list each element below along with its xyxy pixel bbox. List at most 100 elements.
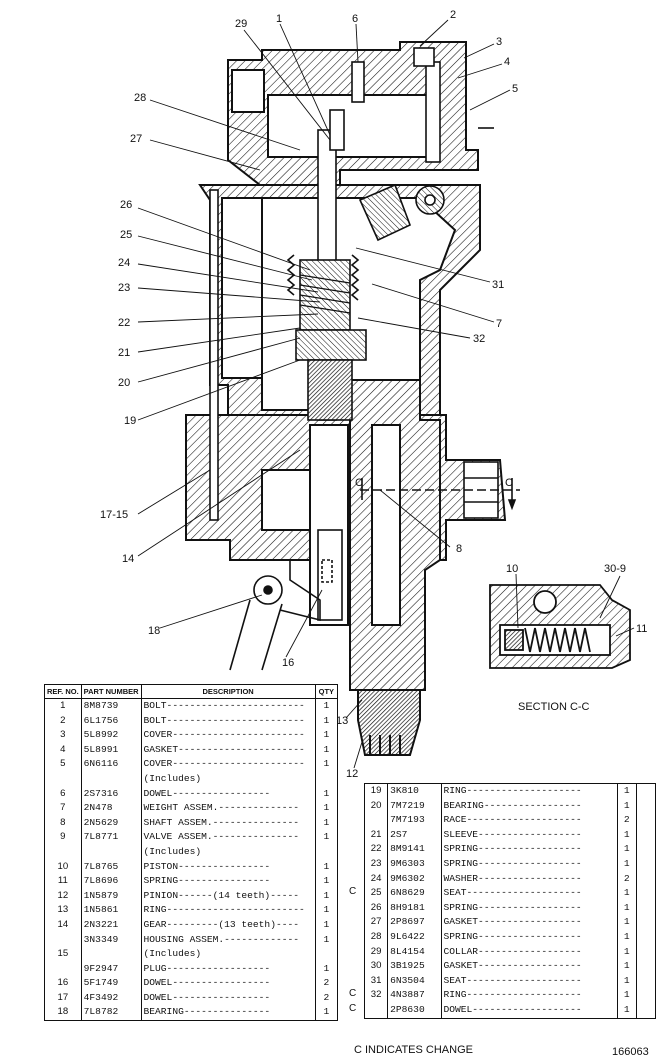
description-cell: SEAT-------------------- <box>441 973 618 989</box>
callout-32: 32 <box>473 333 485 345</box>
description-cell: WASHER------------------ <box>441 871 618 887</box>
qty-cell: 1 <box>323 933 330 945</box>
qty-cell-2 <box>636 901 655 916</box>
qty-cell: 1 <box>617 886 637 901</box>
description-cell: SPRING---------------- <box>141 874 316 889</box>
internal-parts <box>209 47 520 671</box>
ref-no-cell: 25 <box>364 886 389 901</box>
description-cell: COVER----------------------- <box>141 728 316 743</box>
qty-cell: 1 <box>323 816 330 828</box>
part-number-cell: 2N3221 <box>81 917 142 933</box>
callout-31: 31 <box>492 279 504 291</box>
qty-cell <box>315 772 337 787</box>
ref-no-cell: 27 <box>364 915 389 930</box>
ref-no-cell <box>44 961 82 977</box>
part-number-cell: 2N5629 <box>81 815 142 831</box>
qty-cell-2 <box>636 872 655 887</box>
header-description: DESCRIPTION <box>141 684 316 699</box>
qty-cell: 2 <box>323 977 330 989</box>
qty-cell: 1 <box>617 827 637 843</box>
part-number-cell: 6N3504 <box>387 973 442 989</box>
qty-cell-2 <box>636 915 655 930</box>
callout-6: 6 <box>352 13 358 25</box>
qty-cell: 1 <box>617 973 637 989</box>
qty-cell-2 <box>636 857 655 872</box>
qty-cell: 1 <box>323 743 330 755</box>
part-number-cell: 2S7316 <box>81 786 142 802</box>
qty-cell: 2 <box>617 813 637 828</box>
part-number-cell: 7M7219 <box>387 798 442 814</box>
description-cell: DOWEL----------------- <box>141 990 316 1006</box>
callout-29: 29 <box>235 18 247 30</box>
leader-lines <box>137 19 635 769</box>
ref-no-cell: 8 <box>44 815 82 831</box>
description-cell: SPRING------------------ <box>441 842 618 857</box>
description-cell: RING-------------------- <box>441 988 618 1003</box>
qty-cell-2 <box>636 945 655 960</box>
qty-cell-2 <box>636 828 655 843</box>
part-number-cell: 5L8991 <box>81 742 142 758</box>
description-cell: SPRING------------------ <box>441 900 618 916</box>
ref-no-cell: 11 <box>44 874 82 889</box>
ref-no-cell: 6 <box>44 786 82 802</box>
qty-cell-2 <box>636 1003 655 1018</box>
header-part-number: PART NUMBER <box>81 684 142 699</box>
ref-no-cell: 13 <box>44 903 82 918</box>
ref-no-cell <box>44 844 82 860</box>
callout-30-9: 30-9 <box>604 563 626 575</box>
ref-no-cell: 31 <box>364 973 389 989</box>
qty-cell: 1 <box>323 1006 330 1018</box>
description-cell: GEAR---------(13 teeth)---- <box>141 917 316 933</box>
description-cell: BEARING--------------- <box>141 1005 316 1021</box>
ref-no-cell: 3 <box>44 728 82 743</box>
qty-cell: 1 <box>323 889 330 901</box>
ref-no-cell: 9 <box>44 830 82 845</box>
callout-17-15: 17-15 <box>100 509 128 521</box>
ref-no-cell: 10 <box>44 859 82 875</box>
header-qty: QTY <box>315 684 338 699</box>
ref-no-cell: 32 <box>364 988 389 1003</box>
change-mark: C <box>349 886 357 898</box>
part-number-cell: 8M8739 <box>81 698 142 714</box>
qty-cell: 1 <box>323 802 330 814</box>
callout-22: 22 <box>118 317 130 329</box>
section-c-c-title: SECTION C-C <box>518 701 590 713</box>
description-cell: (Includes) <box>141 947 316 962</box>
description-cell: RACE-------------------- <box>441 813 618 828</box>
qty-cell: 1 <box>617 900 637 916</box>
callout-8: 8 <box>456 543 462 555</box>
description-cell: COVER----------------------- <box>141 757 316 772</box>
callout-23: 23 <box>118 282 130 294</box>
qty-cell: 1 <box>617 988 637 1003</box>
description-cell: (Includes) <box>141 844 316 860</box>
description-cell: PINION------(14 teeth)----- <box>141 888 316 904</box>
description-cell: SPRING------------------ <box>441 856 618 872</box>
part-number-cell: 4N3887 <box>387 988 442 1003</box>
part-number-cell <box>81 947 142 962</box>
header-ref-no: REF. NO. <box>44 684 82 699</box>
description-cell: WEIGHT ASSEM.-------------- <box>141 801 316 816</box>
part-number-cell: 4F3492 <box>81 990 142 1006</box>
qty-cell: 1 <box>617 915 637 930</box>
part-number-cell <box>81 771 142 787</box>
ref-no-cell: 7 <box>44 801 82 816</box>
description-cell: HOUSING ASSEM.------------- <box>141 932 316 948</box>
part-number-cell: 8M9141 <box>387 842 442 857</box>
part-number-cell: 9F2947 <box>81 961 142 977</box>
table-header-row: REF. NO. PART NUMBER DESCRIPTION QTY <box>44 684 338 699</box>
qty-cell-2 <box>636 799 655 814</box>
